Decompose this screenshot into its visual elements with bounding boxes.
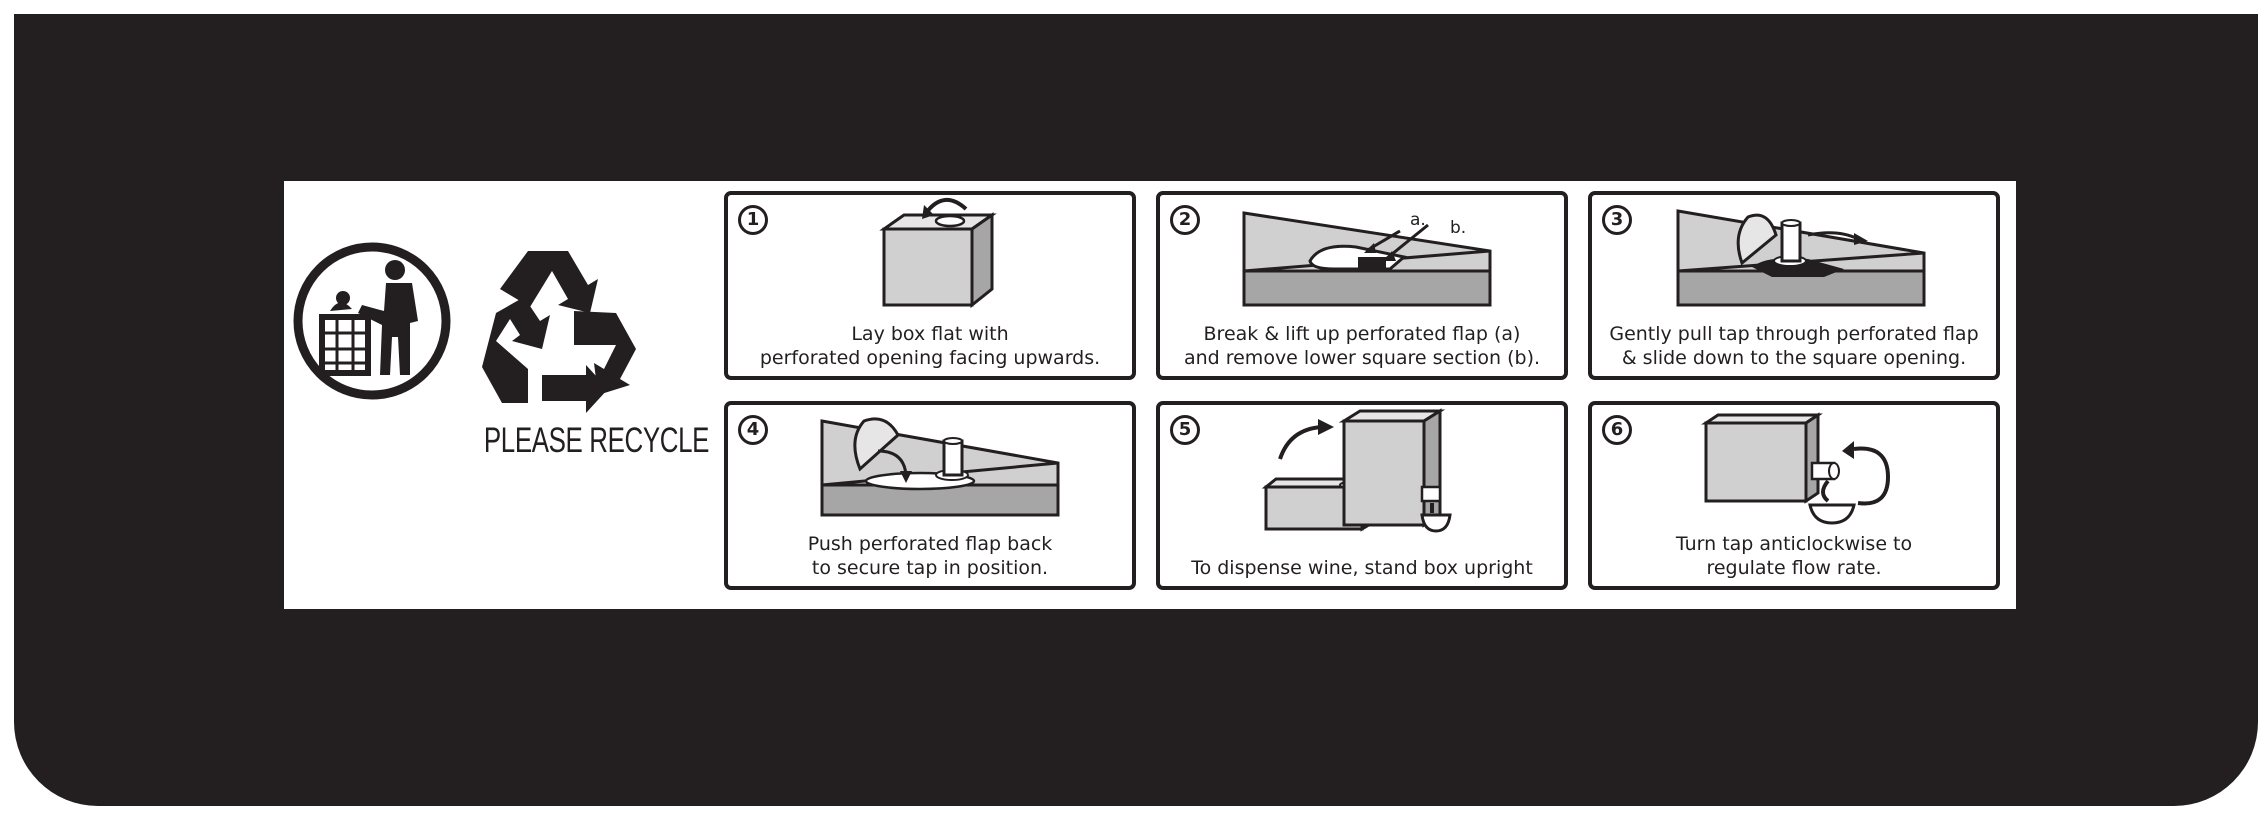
step-text-line: Push perforated flap back xyxy=(807,533,1053,555)
step-4-text: Push perforated flap back to secure tap … xyxy=(728,532,1132,580)
step-text-line: perforated opening facing upwards. xyxy=(759,347,1101,369)
step-5-text: To dispense wine, stand box upright xyxy=(1160,556,1564,580)
step-text-line: and remove lower square section (b). xyxy=(1183,347,1541,369)
step-text-line: regulate flow rate. xyxy=(1706,557,1882,579)
callout-a: a. xyxy=(1410,210,1426,230)
step-3-text: Gently pull tap through perforated flap … xyxy=(1592,322,1996,370)
step-text-line: Break & lift up perforated flap (a) xyxy=(1203,323,1521,345)
step-2-text: Break & lift up perforated flap (a) and … xyxy=(1160,322,1564,370)
tap-pull-illustration-icon xyxy=(1676,209,1926,307)
step-number: 2 xyxy=(1170,205,1200,235)
callout-b: b. xyxy=(1450,218,1466,238)
box-illustration-icon xyxy=(879,198,997,309)
step-text-line: to secure tap in position. xyxy=(811,557,1049,579)
step-1-text: Lay box flat with perforated opening fac… xyxy=(728,322,1132,370)
step-number: 6 xyxy=(1602,415,1632,445)
recycle-icon xyxy=(482,251,636,413)
step-6-panel: 6 Turn tap anticlockwise to regulate flo… xyxy=(1588,401,2000,590)
recycling-symbols: PLEASE RECYCLE xyxy=(284,181,714,609)
step-5-panel: 5 To dispense wine, stand box upright xyxy=(1156,401,1568,590)
step-number: 4 xyxy=(738,415,768,445)
step-text-line: & slide down to the square opening. xyxy=(1621,347,1967,369)
step-text-line: To dispense wine, stand box upright xyxy=(1191,557,1533,579)
step-2-panel: a. b. 2 Break & lift up perforated flap … xyxy=(1156,191,1568,380)
step-3-panel: 3 Gently pull tap through perforated fla… xyxy=(1588,191,2000,380)
instruction-label: PLEASE RECYCLE 1 Lay box flat with perfo… xyxy=(284,181,2016,609)
please-recycle-text: PLEASE RECYCLE xyxy=(483,421,710,460)
flap-illustration-icon: a. b. xyxy=(1242,210,1492,307)
dispense-illustration-icon xyxy=(1261,408,1452,533)
step-text-line: Gently pull tap through perforated flap xyxy=(1609,323,1979,345)
step-4-panel: 4 Push perforated flap back to secure ta… xyxy=(724,401,1136,590)
step-text-line: Lay box flat with xyxy=(851,323,1009,345)
flap-secure-illustration-icon xyxy=(820,417,1060,517)
step-number: 1 xyxy=(738,205,768,235)
flow-rate-illustration-icon xyxy=(1701,412,1891,525)
step-1-panel: 1 Lay box flat with perforated opening f… xyxy=(724,191,1136,380)
step-number: 3 xyxy=(1602,205,1632,235)
step-number: 5 xyxy=(1170,415,1200,445)
step-text-line: Turn tap anticlockwise to xyxy=(1675,533,1913,555)
step-6-text: Turn tap anticlockwise to regulate flow … xyxy=(1592,532,1996,580)
tidyman-icon xyxy=(293,242,451,400)
